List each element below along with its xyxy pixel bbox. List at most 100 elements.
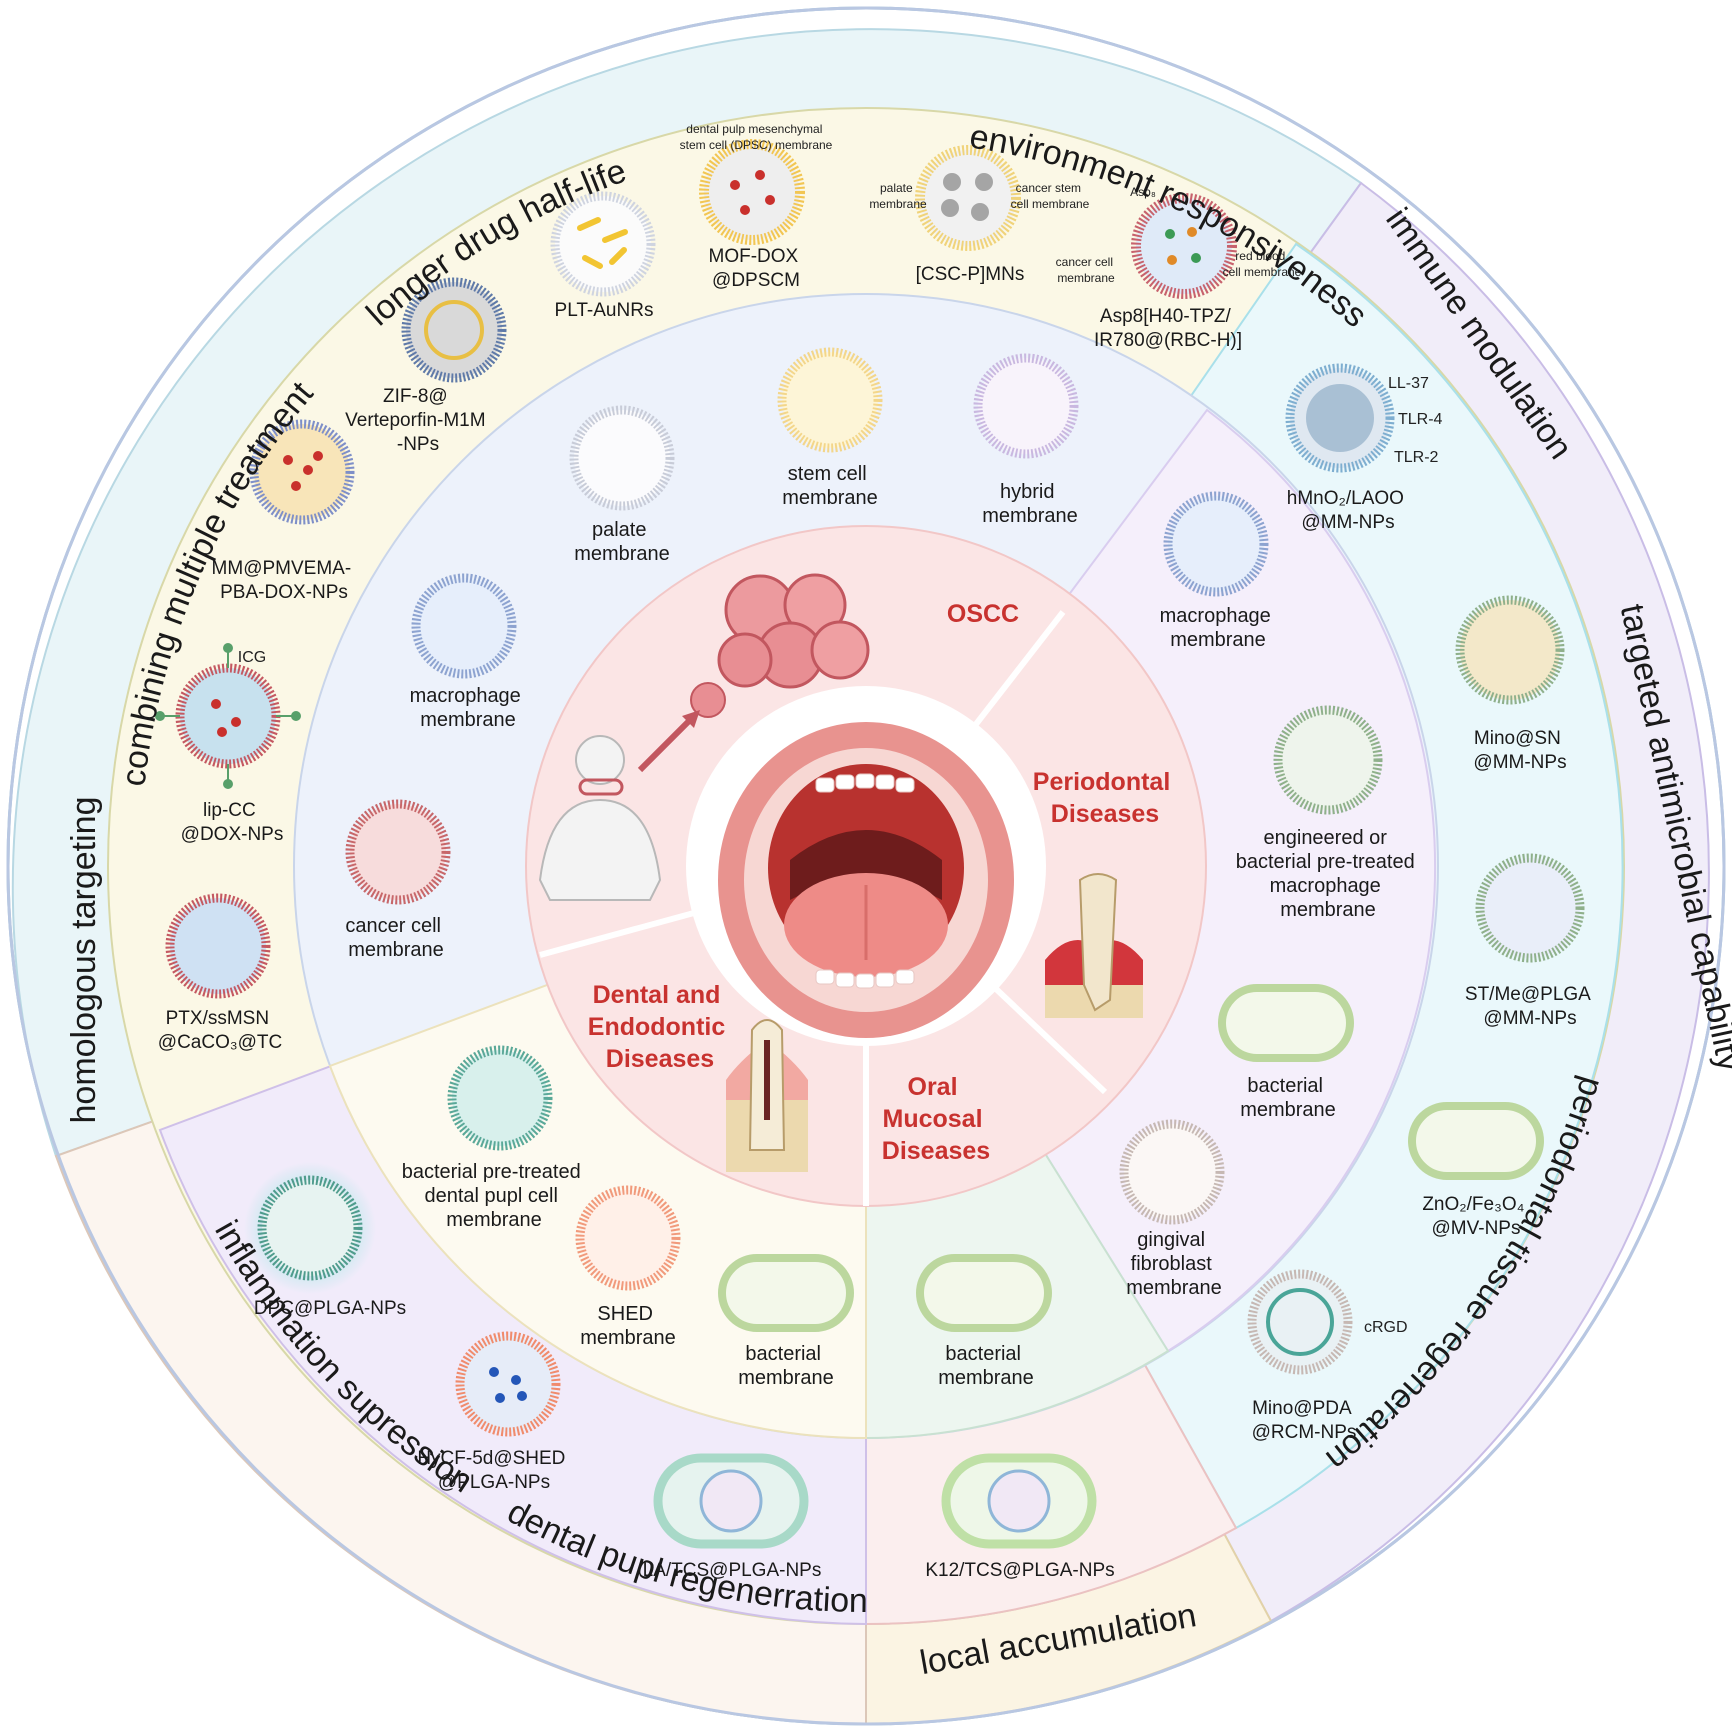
palate-membrane-shape xyxy=(569,405,675,511)
asp8-top-note: Asp₈ xyxy=(1130,185,1156,199)
mm-pmvema-shape xyxy=(249,419,355,525)
svg-text:MM@PMVEMA- PBA-DOX-NPs: MM@PMVEMA- PBA-DOX-NPs xyxy=(212,558,357,603)
svg-text:PTX/ssMSN @CaCO₃@TC: PTX/ssMSN @CaCO₃@TC xyxy=(158,1008,282,1053)
disease-periodontal-line-1: Periodontal xyxy=(1033,768,1171,796)
macrophage-left-label-1: macrophage xyxy=(410,685,521,707)
svg-text:ZnO₂/Fe₃O₄ @MV-NPs: ZnO₂/Fe₃O₄ @MV-NPs xyxy=(1422,1194,1529,1239)
svg-text:Mino@SN @MM-NPs: Mino@SN @MM-NPs xyxy=(1473,728,1566,773)
svg-text:cancer cell membrane: cancer cell membrane xyxy=(345,915,446,961)
bacterial-mucosal-label-2: membrane xyxy=(938,1367,1034,1389)
svg-text:K12/TCS@PLGA-NPs: K12/TCS@PLGA-NPs xyxy=(925,1560,1114,1581)
bacterial-dental-label-1: bacterial xyxy=(745,1343,821,1365)
svg-text:bacterial membrane: bacterial membrane xyxy=(938,1343,1034,1389)
svg-text:LA/TCS@PLGA-NPs: LA/TCS@PLGA-NPs xyxy=(643,1560,822,1581)
macrophage-left-label-2: membrane xyxy=(420,709,516,731)
svg-text:[CSC-P]MNs: [CSC-P]MNs xyxy=(916,264,1025,285)
disease-mucosal-line-3: Diseases xyxy=(882,1137,990,1165)
svg-text:hybrid membrane: hybrid membrane xyxy=(982,481,1078,527)
asp8-label-2: IR780@(RBC-H)] xyxy=(1094,330,1242,351)
engineered-label-1: engineered or xyxy=(1264,827,1388,849)
mof-dox-label-2: @DPSCM xyxy=(712,270,800,291)
disease-labels: OSCC Periodontal Diseases Dental and End… xyxy=(588,600,1177,1165)
lip-cc-label-2: @DOX-NPs xyxy=(181,824,284,845)
svg-text:bacterial pre-treated de: bacterial pre-treated dental pupl cell m… xyxy=(402,1161,587,1231)
nanoparticle-shapes xyxy=(155,139,1585,1549)
ptx-label-1: PTX/ssMSN xyxy=(166,1008,269,1029)
periodontal-tooth-illustration xyxy=(1045,873,1143,1018)
svg-text:Periodontal Diseases: Periodontal Diseases xyxy=(1033,768,1177,828)
svg-text:HyCF-5d@SHED @PLGA-NPs: HyCF-5d@SHED @PLGA-NPs xyxy=(417,1448,570,1493)
st-me-shape xyxy=(1475,853,1585,963)
stem-cell-membrane-shape xyxy=(777,347,883,453)
svg-text:LL-37 TLR-4 TLR-2: LL-37 TLR-4 TLR-2 xyxy=(1388,375,1447,466)
gingival-label-1: gingival xyxy=(1137,1229,1205,1251)
svg-text:OSCC: OSCC xyxy=(947,600,1019,628)
patient-illustration xyxy=(538,735,662,901)
macrophage-membrane-left-shape xyxy=(411,573,517,679)
macrophage-right-label-2: membrane xyxy=(1170,629,1266,651)
hycf-label-2: @PLGA-NPs xyxy=(438,1472,550,1493)
csc-label: [CSC-P]MNs xyxy=(916,264,1025,285)
membrane-shapes xyxy=(345,347,1383,1332)
bacterial-pulp-label-3: membrane xyxy=(446,1209,542,1231)
csc-right-note-1: cancer stem xyxy=(1016,181,1081,195)
palate-membrane-label-2: membrane xyxy=(574,543,670,565)
zno2-label-2: @MV-NPs xyxy=(1432,1218,1521,1239)
membrane-labels: palate membrane stem cell membrane hybri… xyxy=(345,463,1421,1389)
bacterial-pulp-membrane-shape xyxy=(447,1045,553,1151)
svg-text:cancer cell membrane: cancer cell membrane xyxy=(1056,255,1117,285)
bacterial-membrane-mucosal-shape xyxy=(916,1254,1052,1332)
gingival-label-3: membrane xyxy=(1126,1277,1222,1299)
lip-cc-tag: ICG xyxy=(238,649,266,666)
bacterial-right-label-2: membrane xyxy=(1240,1099,1336,1121)
svg-text:Dental and Endodontic: Dental and Endodontic Diseases xyxy=(588,981,732,1073)
zif8-label-1: ZIF-8@ xyxy=(383,386,448,407)
hmno2-label-1: hMnO₂/LAOO xyxy=(1287,488,1404,509)
svg-text:bacterial membrane: bacterial membrane xyxy=(1240,1075,1336,1121)
engineered-membrane-shape xyxy=(1273,705,1383,815)
stem-membrane-label-1: stem cell xyxy=(788,463,867,485)
macrophage-membrane-right-shape xyxy=(1163,491,1269,597)
mof-dox-note-2: stem cell (DPSC) membrane xyxy=(680,138,833,152)
gingival-membrane-shape xyxy=(1119,1119,1225,1225)
asp8-right-note-2: cell membrane xyxy=(1223,265,1302,279)
mino-pda-tag: cRGD xyxy=(1364,1319,1408,1336)
st-me-label-1: ST/Me@PLGA xyxy=(1465,984,1591,1005)
mof-dox-note-1: dental pulp mesenchymal xyxy=(686,122,822,136)
macrophage-right-label-1: macrophage xyxy=(1160,605,1271,627)
ptx-label-2: @CaCO₃@TC xyxy=(158,1032,282,1053)
tumor-cells-illustration xyxy=(637,573,870,773)
disease-periodontal-line-2: Diseases xyxy=(1051,800,1159,828)
mm-pmvema-label-1: MM@PMVEMA- xyxy=(212,558,352,579)
svg-text:homologous targeting: homologous targeting xyxy=(65,796,103,1123)
engineered-label-2: bacterial pre-treated xyxy=(1236,851,1415,873)
stem-membrane-label-2: membrane xyxy=(782,487,878,509)
asp8-left-note-1: cancer cell xyxy=(1056,255,1113,269)
palate-membrane-label-1: palate xyxy=(592,519,647,541)
gingival-label-2: fibroblast xyxy=(1131,1253,1213,1275)
zif8-label-3: -NPs xyxy=(397,434,439,455)
bacterial-membrane-dental-shape xyxy=(718,1254,854,1332)
shed-label-1: SHED xyxy=(597,1303,653,1325)
hybrid-membrane-label-2: membrane xyxy=(982,505,1078,527)
disease-dental-line-3: Diseases xyxy=(606,1045,714,1073)
zif8-shape xyxy=(401,277,507,383)
asp8-left-note-2: membrane xyxy=(1057,271,1115,285)
svg-text:engineered or bacterial: engineered or bacterial pre-treated macr… xyxy=(1236,827,1421,921)
hycf-shape xyxy=(455,1331,561,1437)
bacterial-pulp-label-1: bacterial pre-treated xyxy=(402,1161,581,1183)
svg-text:hMnO₂/LAOO @MM-NPs: hMnO₂/LAOO @MM-NPs xyxy=(1287,488,1409,533)
hmno2-tag-1: LL-37 xyxy=(1388,375,1429,392)
engineered-label-4: membrane xyxy=(1280,899,1376,921)
bacterial-membrane-right-shape xyxy=(1218,984,1354,1062)
dpc-shape xyxy=(257,1175,363,1281)
svg-text:gingival fibroblast: gingival fibroblast membrane xyxy=(1126,1229,1222,1299)
svg-text:Asp₈: Asp₈ xyxy=(1130,185,1156,199)
open-mouth-illustration xyxy=(718,722,1014,1038)
mof-dox-label-1: MOF-DOX xyxy=(709,246,799,267)
svg-text:lip-CC @DOX-NPs: lip-CC @DOX-NPs xyxy=(181,800,284,845)
hmno2-label-2: @MM-NPs xyxy=(1301,512,1394,533)
mino-sn-label-1: Mino@SN xyxy=(1474,728,1561,749)
